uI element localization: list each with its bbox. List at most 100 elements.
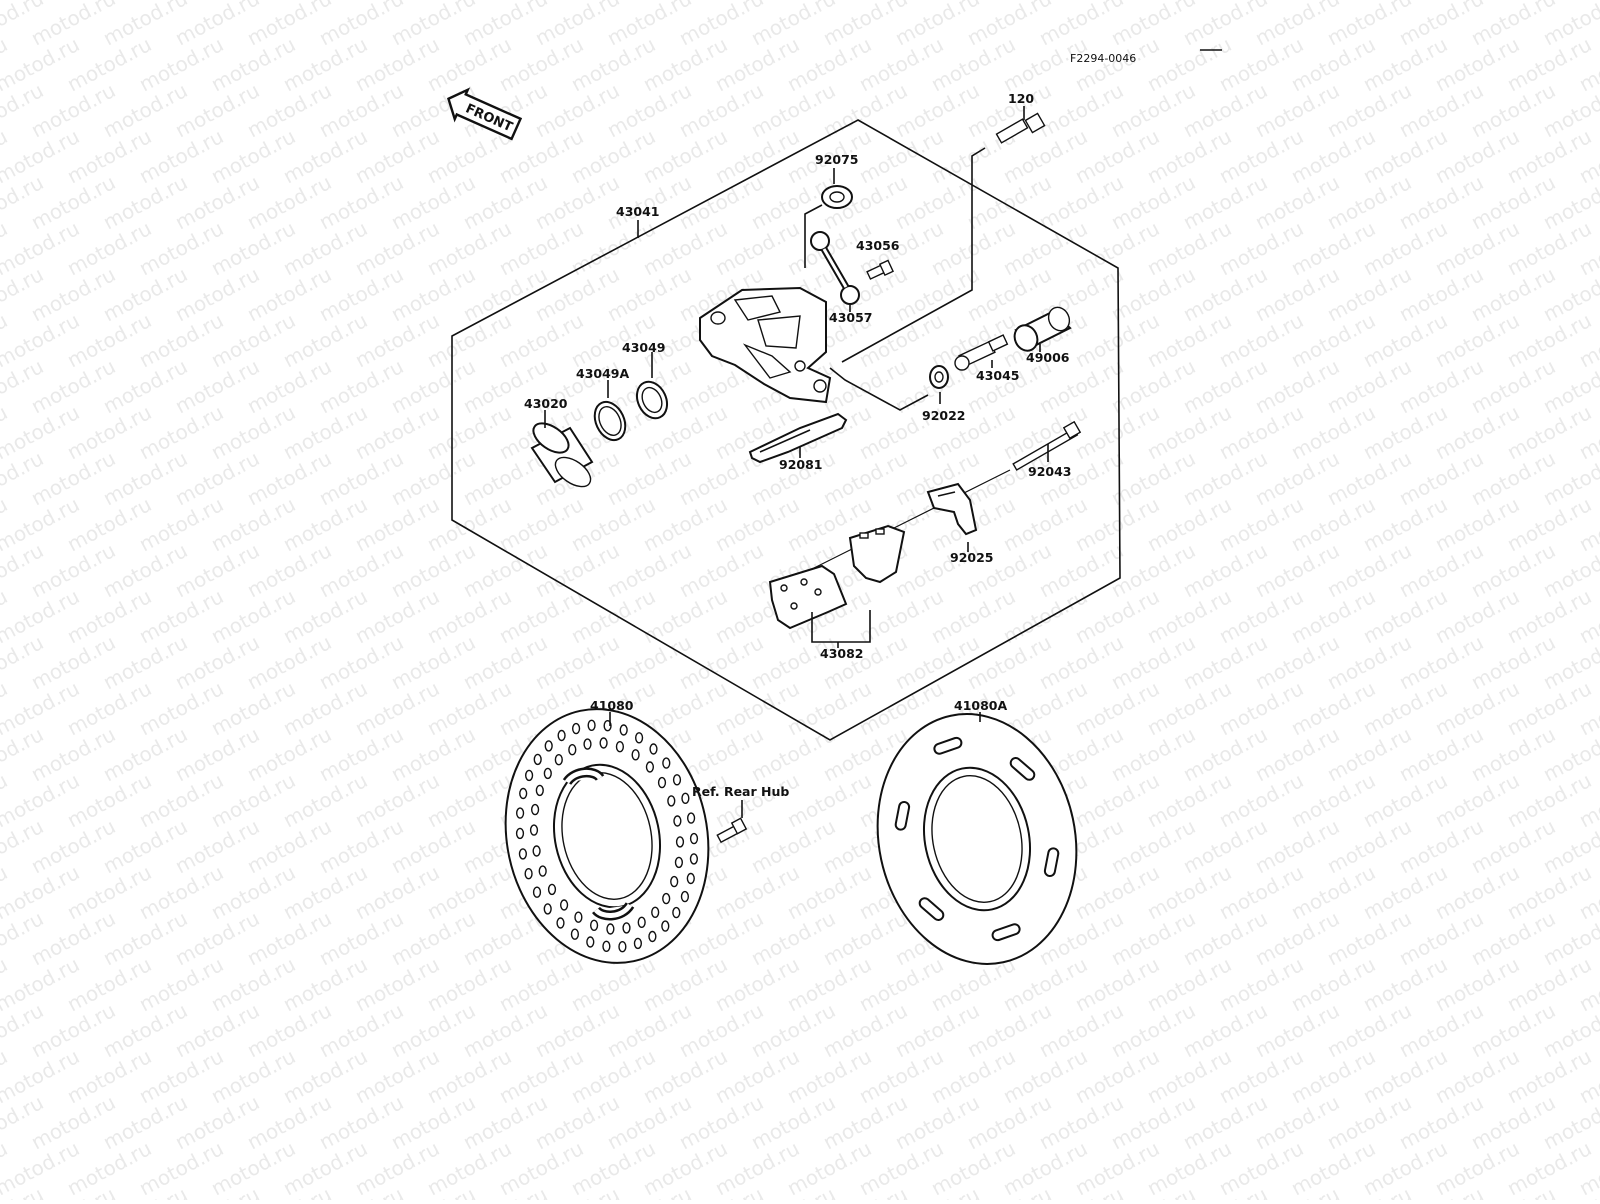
drill-hole — [675, 836, 685, 848]
drill-hole — [568, 744, 577, 756]
drill-hole — [570, 928, 580, 940]
drill-hole — [544, 740, 553, 752]
drill-hole — [631, 749, 640, 761]
drill-hole — [556, 917, 565, 929]
drill-hole — [519, 787, 528, 800]
drill-hole — [670, 875, 679, 888]
drill-hole — [681, 792, 690, 804]
drill-hole — [634, 732, 644, 744]
label-43041: 43041 — [616, 204, 660, 219]
drill-hole — [547, 883, 557, 896]
drill-hole — [543, 767, 552, 780]
label-43082: 43082 — [820, 646, 864, 661]
drill-hole — [686, 872, 695, 885]
drill-hole — [518, 848, 528, 860]
drill-hole — [689, 832, 699, 845]
pad-spring-92025 — [926, 482, 978, 536]
drill-hole — [619, 724, 628, 736]
label-ref-rear-hub: Ref. Rear Hub — [692, 784, 789, 799]
drill-hole — [618, 941, 627, 953]
washer-92022 — [929, 365, 949, 389]
bleeder-bolt-120 — [995, 112, 1046, 144]
diagram-code: F2294-0046 — [1070, 52, 1136, 65]
drill-hole — [673, 815, 682, 827]
label-43057: 43057 — [829, 310, 873, 325]
drill-hole — [606, 923, 615, 935]
label-120: 120 — [1008, 91, 1034, 106]
drill-hole — [574, 911, 583, 923]
label-43056: 43056 — [856, 238, 900, 253]
pad-pin-92043 — [1012, 420, 1082, 471]
disc-slot — [918, 897, 945, 921]
drill-hole — [530, 803, 540, 816]
label-43020: 43020 — [524, 396, 568, 411]
label-92081: 92081 — [779, 457, 823, 472]
drill-hole — [533, 753, 542, 766]
drill-hole — [515, 807, 525, 819]
drill-hole — [615, 741, 625, 753]
leader-120-assembly — [841, 147, 986, 363]
drill-hole — [583, 738, 592, 750]
label-92075: 92075 — [815, 152, 859, 167]
drill-hole — [587, 719, 596, 731]
watermark-text: motod.ru — [1575, 0, 1600, 4]
drill-hole — [589, 919, 599, 931]
disc-drill-holes — [515, 719, 699, 953]
drill-hole — [557, 729, 566, 742]
pin-axis-line — [779, 469, 1011, 586]
drill-hole — [661, 920, 670, 932]
hub-bolt — [716, 817, 748, 844]
drill-hole — [602, 940, 611, 952]
disc-slot — [933, 736, 963, 755]
drill-hole — [680, 890, 690, 903]
drill-hole — [657, 776, 667, 789]
drill-hole — [672, 906, 681, 919]
piston-43020 — [530, 422, 594, 488]
drill-hole — [571, 722, 581, 735]
leader-92075-body — [804, 204, 823, 268]
label-92025: 92025 — [950, 550, 994, 565]
drill-hole — [645, 761, 655, 773]
drill-hole — [689, 853, 699, 865]
drill-hole — [538, 865, 547, 877]
drill-hole — [637, 916, 646, 928]
drill-hole — [524, 868, 533, 880]
caliper-assembly-outline — [451, 119, 1121, 741]
label-92022: 92022 — [922, 408, 966, 423]
drill-hole — [532, 886, 542, 898]
drill-hole — [622, 922, 631, 934]
label-43049A: 43049A — [576, 366, 629, 381]
disc-slot — [991, 923, 1021, 942]
leader-43082-bracket — [811, 610, 871, 643]
drill-hole — [662, 757, 671, 769]
drill-hole — [554, 754, 563, 766]
leader-92022-body — [829, 367, 929, 411]
drill-hole — [667, 795, 676, 807]
drill-hole — [524, 769, 534, 782]
brake-pad-inner-43082 — [848, 524, 906, 584]
drill-hole — [648, 930, 657, 943]
drill-hole — [515, 827, 525, 840]
label-43045: 43045 — [976, 368, 1020, 383]
drill-hole — [651, 906, 660, 918]
label-41080: 41080 — [590, 698, 634, 713]
drill-hole — [543, 903, 552, 915]
brake-pad-outer-43082 — [768, 564, 848, 630]
drill-hole — [529, 824, 539, 836]
drill-hole — [586, 936, 595, 948]
label-41080A: 41080A — [954, 698, 1007, 713]
piston-seal-43049 — [635, 380, 669, 420]
drill-hole — [535, 784, 544, 797]
label-43049: 43049 — [622, 340, 666, 355]
spring-plate-92081 — [748, 412, 848, 464]
pin-43045 — [954, 334, 1009, 371]
screw-43056 — [866, 259, 894, 280]
drill-hole — [672, 774, 682, 786]
label-92043: 92043 — [1028, 464, 1072, 479]
dust-seal-43049A — [593, 400, 627, 442]
label-49006: 49006 — [1026, 350, 1070, 365]
caliper-body — [699, 286, 832, 404]
drill-hole — [532, 845, 541, 857]
